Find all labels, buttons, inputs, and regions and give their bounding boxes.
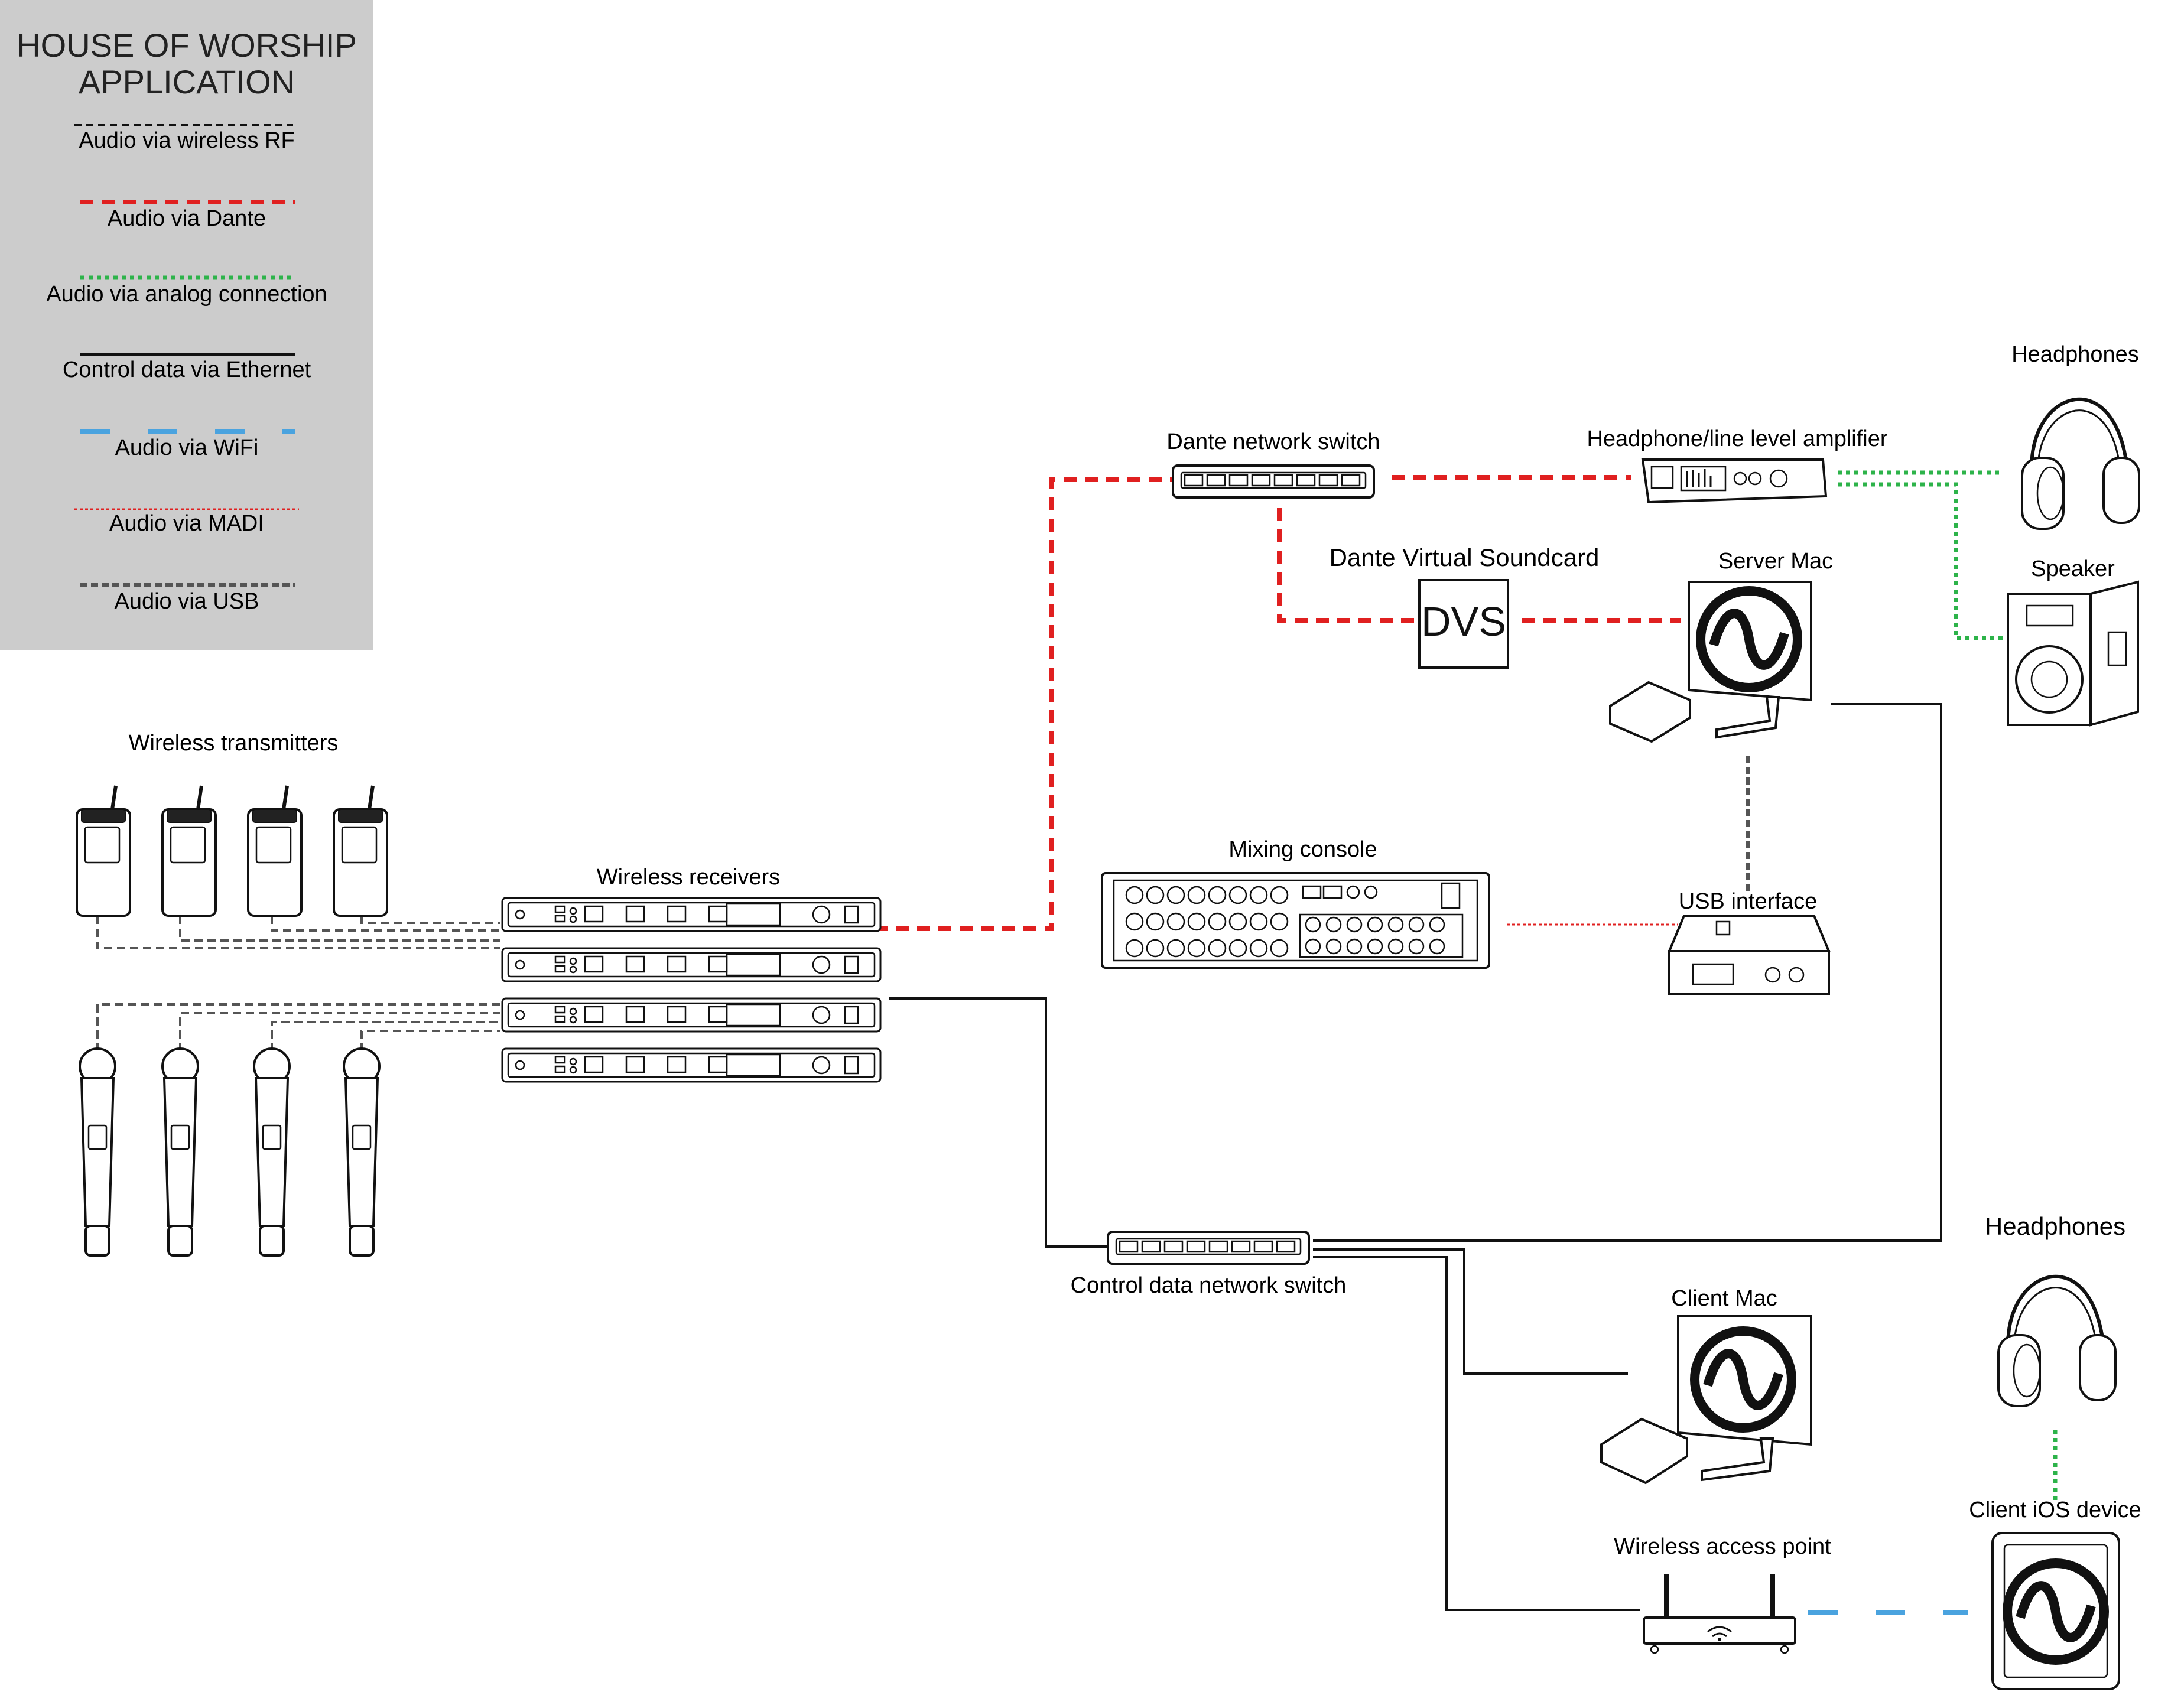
- legend-label-analog: Audio via analog connection: [46, 282, 327, 307]
- control-switch-label: Control data network switch: [1071, 1273, 1347, 1298]
- usb-interface-device: [1668, 915, 1831, 995]
- client-ios-device: [1991, 1532, 2120, 1690]
- rf-link-tx3: [271, 916, 500, 932]
- mixing-console-device: [1101, 872, 1490, 969]
- ethernet-link-switch-ap: [1313, 1256, 1640, 1611]
- client-mac-label: Client Mac: [1671, 1286, 1777, 1311]
- server-mac-device: [1609, 581, 1812, 743]
- wireless-ap-device: [1643, 1574, 1796, 1654]
- usb-interface: USB interface: [1668, 889, 1831, 995]
- legend-title-line2: APPLICATION: [79, 63, 295, 100]
- amplifier: Headphone/line level amplifier: [1587, 427, 1888, 504]
- bodypack-transmitter-4: [334, 786, 387, 916]
- wifi-icon: [1707, 1626, 1732, 1633]
- connections: [96, 470, 2058, 1615]
- rf-link-mic1: [96, 1003, 500, 1052]
- wireless-transmitters: Wireless transmitters: [77, 731, 387, 1257]
- receiver-unit-2: [501, 947, 882, 982]
- headphones-top-device: [2022, 399, 2139, 529]
- rf-link-tx4: [360, 916, 500, 924]
- headphones-bottom-device: [1998, 1277, 2115, 1406]
- headphones-top: Headphones: [2011, 342, 2139, 529]
- analog-link-amp-speaker: [1838, 482, 2003, 640]
- speaker: Speaker: [2007, 557, 2139, 727]
- speaker-device: [2007, 580, 2139, 727]
- server-mac-label: Server Mac: [1718, 549, 1833, 574]
- legend-title-line1: HOUSE OF WORSHIP: [17, 27, 357, 64]
- client-ios-logo-icon: [2007, 1563, 2104, 1660]
- dante-switch-label: Dante network switch: [1166, 429, 1380, 454]
- ethernet-link-receivers-switch: [889, 997, 1108, 1248]
- client-mac-logo-icon: [1695, 1331, 1792, 1428]
- dante-switch: Dante network switch: [1166, 429, 1380, 499]
- dvs: Dante Virtual Soundcard DVS: [1330, 544, 1600, 669]
- control-switch: Control data network switch: [1071, 1231, 1347, 1298]
- legend-label-usb: Audio via USB: [114, 589, 259, 614]
- rf-link-tx1: [96, 916, 500, 949]
- wireless-ap: Wireless access point: [1614, 1534, 1831, 1654]
- legend-label-ethernet: Control data via Ethernet: [63, 357, 311, 382]
- headphones-top-label: Headphones: [2011, 342, 2139, 367]
- rf-link-tx2: [179, 916, 500, 942]
- legend-label-madi: Audio via MADI: [109, 511, 264, 536]
- ethernet-link-switch-client: [1313, 1248, 1628, 1375]
- dvs-box: [1418, 579, 1509, 669]
- wireless-ap-label: Wireless access point: [1614, 1534, 1831, 1559]
- headphones-bottom-label: Headphones: [1985, 1212, 2126, 1240]
- bodypack-transmitter-3: [248, 786, 301, 916]
- mixing-console-label: Mixing console: [1228, 837, 1377, 862]
- speaker-label: Speaker: [2031, 557, 2115, 581]
- receiver-unit-3: [501, 997, 882, 1033]
- legend-label-wifi: Audio via WiFi: [115, 435, 259, 460]
- client-ios-label: Client iOS device: [1969, 1498, 2141, 1522]
- legend-background: [0, 0, 373, 650]
- amplifier-device: [1641, 458, 1828, 504]
- dvs-caption: Dante Virtual Soundcard: [1330, 544, 1600, 571]
- ethernet-link-switch-server: [1313, 703, 1942, 1242]
- legend-label-wireless-rf: Audio via wireless RF: [79, 128, 294, 153]
- legend: HOUSE OF WORSHIP APPLICATION Audio via w…: [0, 0, 373, 650]
- rf-link-mic3: [271, 1021, 500, 1052]
- rf-link-mic2: [179, 1012, 500, 1052]
- bodypack-transmitter-1: [77, 786, 130, 916]
- rf-link-mic4: [360, 1030, 500, 1052]
- server-mac-logo-icon: [1701, 591, 1798, 688]
- dvs-box-text: DVS: [1421, 598, 1506, 645]
- wireless-receivers: Wireless receivers: [501, 865, 882, 1083]
- receiver-unit-1: [501, 897, 882, 932]
- amplifier-label: Headphone/line level amplifier: [1587, 427, 1887, 451]
- dante-link-switch-dvs: [1277, 508, 1418, 623]
- usb-interface-label: USB interface: [1679, 889, 1817, 914]
- bodypack-transmitter-2: [162, 786, 216, 916]
- dante-link-receivers-switch: [875, 477, 1173, 931]
- server-mac: Server Mac: [1609, 549, 1833, 743]
- wireless-transmitters-label: Wireless transmitters: [129, 731, 339, 756]
- client-ios: Client iOS device: [1969, 1498, 2141, 1690]
- headphones-bottom: Headphones: [1985, 1212, 2126, 1406]
- client-mac-device: [1600, 1315, 1812, 1485]
- receiver-unit-4: [501, 1047, 882, 1083]
- client-mac: Client Mac: [1600, 1286, 1812, 1485]
- dante-switch-device: [1172, 464, 1375, 499]
- control-switch-device: [1107, 1231, 1310, 1265]
- handheld-mic-3: [253, 1047, 291, 1257]
- handheld-mic-2: [161, 1047, 199, 1257]
- mixing-console: Mixing console: [1101, 837, 1490, 969]
- wireless-receivers-label: Wireless receivers: [597, 865, 780, 890]
- legend-label-dante: Audio via Dante: [108, 206, 266, 231]
- handheld-mic-1: [79, 1047, 116, 1257]
- handheld-mic-4: [343, 1047, 381, 1257]
